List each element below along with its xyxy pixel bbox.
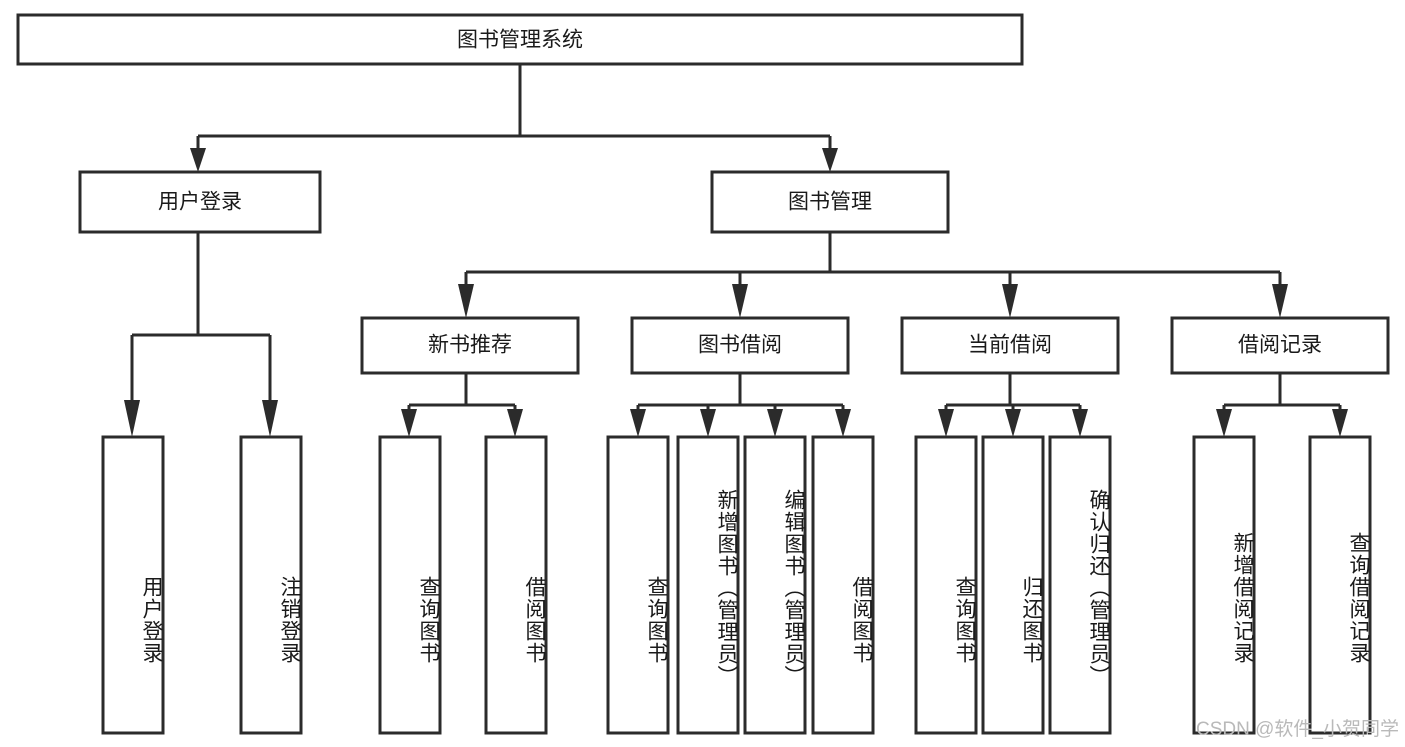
connector-group-user-login bbox=[124, 232, 278, 437]
arrow-head-book-borrow bbox=[732, 284, 748, 318]
arrow-head-leaf-borrow-book-1 bbox=[507, 409, 523, 437]
node-new-book-recommend-label: 新书推荐 bbox=[428, 334, 512, 357]
node-leaf-logout-login-box[interactable] bbox=[239, 435, 303, 735]
arrow-head-leaf-user-login bbox=[124, 400, 140, 437]
arrow-head-leaf-logout-login bbox=[262, 400, 278, 437]
node-leaf-edit-book-box[interactable] bbox=[743, 435, 807, 735]
node-new-book-recommend[interactable]: 新书推荐 bbox=[360, 316, 580, 375]
arrow-head-new-book-recommend bbox=[458, 284, 474, 318]
arrow-head-leaf-return-book bbox=[1005, 409, 1021, 437]
connector-group-new-book-recommend bbox=[401, 373, 523, 437]
csdn-watermark: CSDN @软件_小贺同学 bbox=[1196, 719, 1399, 740]
connector-group-current-borrow bbox=[938, 373, 1088, 437]
node-leaf-borrow-book-1-box[interactable] bbox=[484, 435, 548, 735]
arrow-head-leaf-query-record bbox=[1332, 409, 1348, 437]
node-root-label: 图书管理系统 bbox=[457, 29, 583, 52]
node-leaf-return-book-box[interactable] bbox=[981, 435, 1045, 735]
node-leaf-confirm-return-box[interactable] bbox=[1048, 435, 1112, 735]
node-book-manage-label: 图书管理 bbox=[788, 191, 872, 214]
arrow-head-leaf-query-book-2 bbox=[630, 409, 646, 437]
node-leaf-borrow-book-2-box[interactable] bbox=[811, 435, 875, 735]
arrow-head-book-manage bbox=[822, 148, 838, 172]
node-book-manage-box[interactable] bbox=[710, 170, 950, 234]
arrow-head-current-borrow bbox=[1002, 284, 1018, 318]
arrow-head-leaf-edit-book bbox=[767, 409, 783, 437]
node-book-manage[interactable]: 图书管理 bbox=[710, 170, 950, 234]
node-root[interactable]: 图书管理系统 bbox=[16, 13, 1024, 66]
connector-group-borrow-record bbox=[1216, 373, 1348, 437]
connector-group-book-manage bbox=[458, 232, 1288, 318]
node-borrow-record-label: 借阅记录 bbox=[1238, 334, 1322, 357]
node-leaf-query-book-3-box[interactable] bbox=[914, 435, 978, 735]
node-borrow-record-box[interactable] bbox=[1170, 316, 1390, 375]
node-leaf-add-book-box[interactable] bbox=[676, 435, 740, 735]
arrow-head-leaf-query-book-1 bbox=[401, 409, 417, 437]
node-book-borrow[interactable]: 图书借阅 bbox=[630, 316, 850, 375]
node-user-login[interactable]: 用户登录 bbox=[78, 170, 322, 234]
node-current-borrow-label: 当前借阅 bbox=[968, 334, 1052, 357]
arrow-head-borrow-record bbox=[1272, 284, 1288, 318]
node-leaf-query-book-1-box[interactable] bbox=[378, 435, 442, 735]
node-new-book-recommend-box[interactable] bbox=[360, 316, 580, 375]
node-leaf-query-book-2-box[interactable] bbox=[606, 435, 670, 735]
arrow-head-leaf-query-book-3 bbox=[938, 409, 954, 437]
node-current-borrow[interactable]: 当前借阅 bbox=[900, 316, 1120, 375]
connector-group-root bbox=[190, 64, 838, 172]
arrow-head-leaf-add-record bbox=[1216, 409, 1232, 437]
arrow-head-leaf-confirm-return bbox=[1072, 409, 1088, 437]
node-user-login-box[interactable] bbox=[78, 170, 322, 234]
node-leaf-add-record-box[interactable] bbox=[1192, 435, 1256, 735]
connector-group-book-borrow bbox=[630, 373, 851, 437]
node-user-login-label: 用户登录 bbox=[158, 191, 242, 214]
arrow-head-user-login bbox=[190, 148, 206, 172]
node-leaf-user-login-box[interactable] bbox=[101, 435, 165, 735]
arrow-head-leaf-borrow-book-2 bbox=[835, 409, 851, 437]
node-current-borrow-box[interactable] bbox=[900, 316, 1120, 375]
node-book-borrow-box[interactable] bbox=[630, 316, 850, 375]
node-borrow-record[interactable]: 借阅记录 bbox=[1170, 316, 1390, 375]
arrow-head-leaf-add-book bbox=[700, 409, 716, 437]
node-leaf-query-record-box[interactable] bbox=[1308, 435, 1372, 735]
node-book-borrow-label: 图书借阅 bbox=[698, 334, 782, 357]
node-root-box[interactable] bbox=[16, 13, 1024, 66]
